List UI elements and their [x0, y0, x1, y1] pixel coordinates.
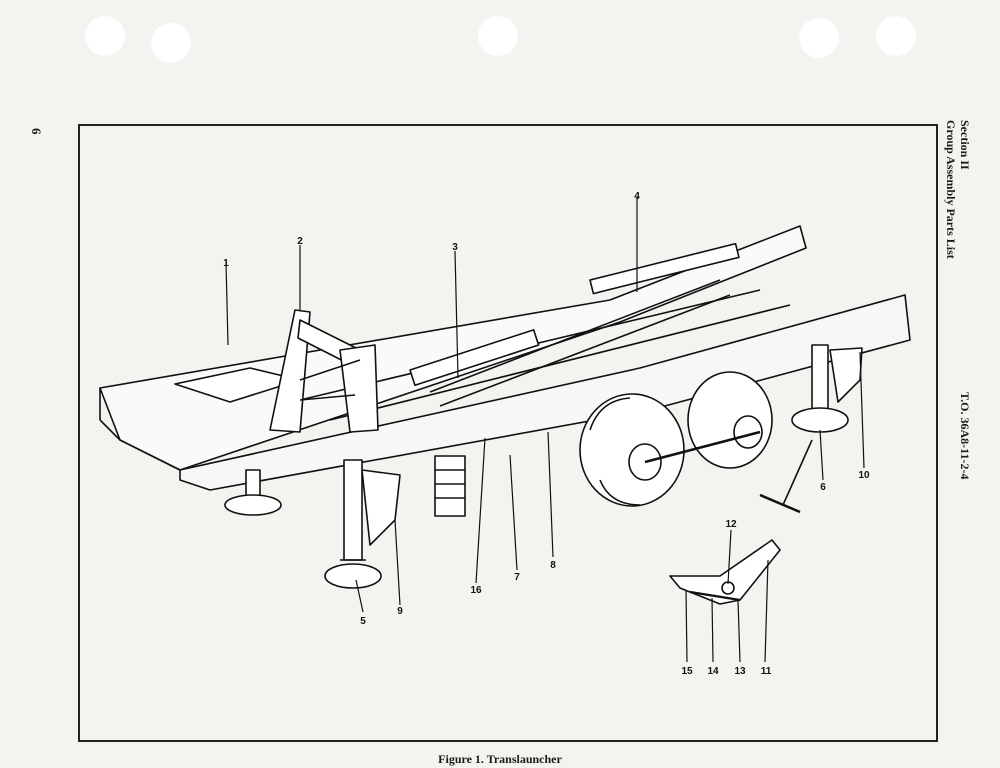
side-beam	[179, 294, 911, 491]
punch-hole	[150, 22, 192, 64]
punch-hole	[84, 15, 126, 57]
callout-9: 9	[397, 606, 403, 617]
callout-14: 14	[707, 666, 719, 677]
callout-6: 6	[820, 482, 826, 493]
callout-10: 10	[858, 470, 870, 481]
figure-caption: Figure 1. Translauncher	[438, 752, 562, 766]
callout-7: 7	[514, 572, 520, 583]
callout-8: 8	[550, 560, 556, 571]
callout-16: 16	[470, 585, 482, 596]
punch-hole	[875, 15, 917, 57]
callout-4: 4	[634, 191, 640, 202]
jack-leg	[343, 459, 363, 561]
wheel-rear	[687, 371, 773, 469]
punch-hole	[477, 15, 519, 57]
punch-hole	[798, 17, 840, 59]
a-frame-erector	[269, 309, 311, 433]
figure-frame	[78, 124, 938, 742]
callout-3: 3	[452, 242, 458, 253]
wheel-front	[579, 393, 685, 507]
callout-11: 11	[761, 666, 772, 677]
callout-1: 1	[223, 258, 229, 269]
callout-5: 5	[360, 616, 366, 627]
callout-13: 13	[734, 666, 746, 677]
callout-12: 12	[725, 519, 737, 530]
callout-2: 2	[297, 236, 303, 247]
callout-15: 15	[681, 666, 693, 677]
